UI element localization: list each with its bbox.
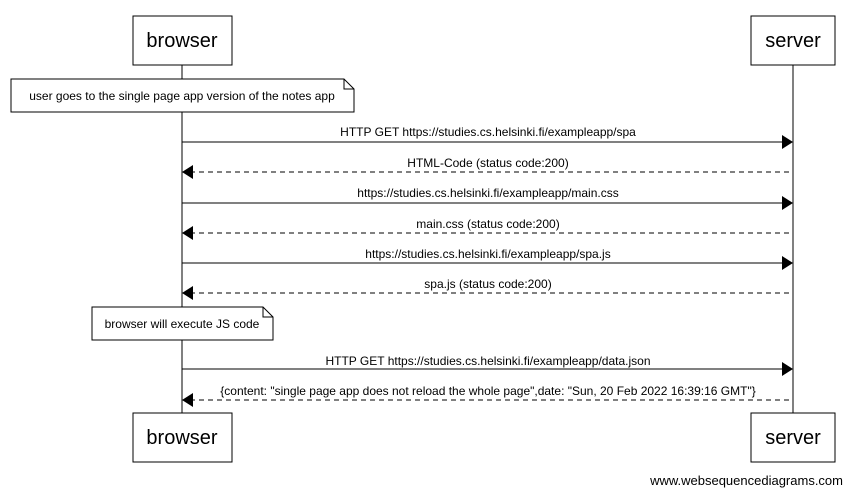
note-user-goes-label: user goes to the single page app version…: [29, 89, 335, 103]
message-get-data-json-label: HTTP GET https://studies.cs.helsinki.fi/…: [325, 354, 650, 368]
message-spa-js-response: spa.js (status code:200): [182, 277, 793, 300]
message-get-spa: HTTP GET https://studies.cs.helsinki.fi/…: [182, 125, 793, 149]
watermark-link[interactable]: www.websequencediagrams.com: [650, 473, 843, 488]
message-main-css-response-label: main.css (status code:200): [416, 217, 559, 231]
message-get-main-css-label: https://studies.cs.helsinki.fi/exampleap…: [357, 186, 618, 200]
participant-browser-bottom: browser: [132, 412, 233, 463]
note-execute-js-label: browser will execute JS code: [105, 317, 260, 331]
message-html-code-label: HTML-Code (status code:200): [407, 156, 568, 170]
participant-server-bottom-label: server: [765, 427, 821, 449]
note-execute-js: browser will execute JS code: [91, 306, 274, 341]
participant-browser-bottom-label: browser: [146, 427, 217, 449]
participant-browser-top-label: browser: [146, 30, 217, 52]
message-main-css-response: main.css (status code:200): [182, 217, 793, 240]
message-get-spa-js: https://studies.cs.helsinki.fi/exampleap…: [182, 247, 793, 270]
participant-server-top: server: [750, 15, 836, 66]
message-spa-js-response-label: spa.js (status code:200): [424, 277, 551, 291]
message-get-main-css: https://studies.cs.helsinki.fi/exampleap…: [182, 186, 793, 210]
message-get-spa-label: HTTP GET https://studies.cs.helsinki.fi/…: [340, 125, 636, 139]
participant-browser-top: browser: [132, 15, 233, 66]
message-data-json-response: {content: "single page app does not relo…: [182, 384, 793, 407]
message-get-spa-js-label: https://studies.cs.helsinki.fi/exampleap…: [365, 247, 610, 261]
message-html-code: HTML-Code (status code:200): [182, 156, 793, 179]
message-data-json-response-label: {content: "single page app does not relo…: [220, 384, 755, 398]
message-get-data-json: HTTP GET https://studies.cs.helsinki.fi/…: [182, 354, 793, 376]
participant-server-top-label: server: [765, 30, 821, 52]
note-user-goes: user goes to the single page app version…: [10, 78, 355, 113]
participant-server-bottom: server: [750, 412, 836, 463]
